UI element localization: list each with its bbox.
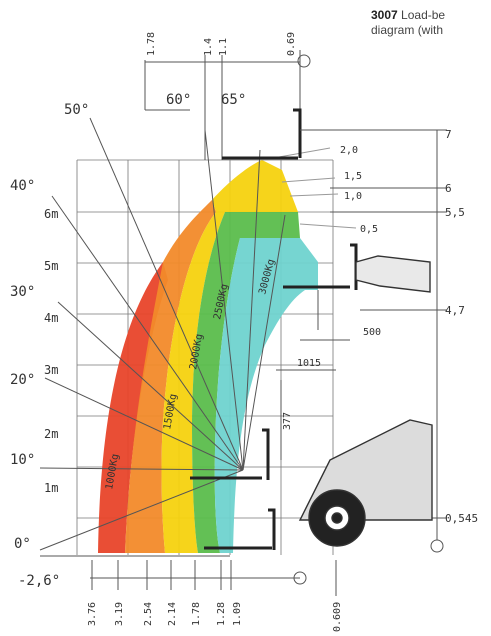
bottom-dim-128: 1.28 (216, 602, 227, 626)
bottom-dim-214: 2.14 (167, 602, 178, 626)
bottom-dim-178: 1.78 (191, 602, 202, 626)
top-dim-178: 1.78 (146, 32, 157, 56)
height-6m: 6m (44, 207, 58, 221)
outreach-05: 0,5 (360, 224, 378, 235)
right-dim-6: 6 (445, 182, 452, 195)
right-dim-7: 7 (445, 128, 452, 141)
mid-dimension-lines (276, 290, 350, 460)
outreach-15: 1,5 (344, 171, 362, 182)
bottom-dim-376: 3.76 (87, 602, 98, 626)
bottom-dim-109: 1.09 (232, 602, 243, 626)
top-dim-14: 1.4 (203, 38, 214, 56)
angle-65: 65° (221, 92, 246, 108)
zone-3000kg (214, 238, 318, 553)
angle-40: 40° (10, 178, 35, 194)
angle-50: 50° (64, 102, 89, 118)
telehandler-boom (298, 255, 433, 547)
dim-377: 377 (282, 412, 293, 430)
angle-20: 20° (10, 372, 35, 388)
angle-60: 60° (166, 92, 191, 108)
outreach-20: 2,0 (340, 145, 358, 156)
fork-top (222, 108, 302, 160)
bottom-dim-319: 3.19 (114, 602, 125, 626)
bottom-dim-254: 2.54 (143, 602, 154, 626)
height-2m: 2m (44, 427, 58, 441)
dim-500: 500 (363, 327, 381, 338)
dim-1015: 1015 (297, 358, 321, 369)
height-3m: 3m (44, 363, 58, 377)
caption-line-1: Load-be (401, 8, 446, 22)
height-1m: 1m (44, 481, 58, 495)
top-dimension-lines (144, 50, 311, 160)
caption-number: 3007 (371, 8, 398, 22)
bottom-dim-0609: 0.609 (332, 602, 343, 632)
height-5m: 5m (44, 259, 58, 273)
top-dim-069: 0.69 (286, 32, 297, 56)
figure-caption: 3007 Load-be diagram (with (371, 8, 491, 38)
angle-0: 0° (14, 536, 31, 552)
fork-low (190, 428, 276, 550)
outreach-10: 1,0 (344, 191, 362, 202)
right-dim-0545: 0,545 (445, 512, 478, 525)
angle-negative: -2,6° (18, 573, 60, 589)
height-4m: 4m (44, 311, 58, 325)
right-dim-55: 5,5 (445, 206, 465, 219)
top-dim-11: 1.1 (218, 38, 229, 56)
right-dim-47: 4,7 (445, 304, 465, 317)
angle-30: 30° (10, 284, 35, 300)
zone-2500kg (192, 212, 300, 553)
zone-2000kg (161, 160, 298, 553)
right-dimension-lines (300, 129, 447, 553)
boom-angle-lines (39, 117, 286, 551)
zone-1500kg (125, 200, 216, 553)
bottom-dimension-lines (40, 555, 337, 596)
angle-10: 10° (10, 452, 35, 468)
caption-line-2: diagram (with (371, 23, 444, 37)
